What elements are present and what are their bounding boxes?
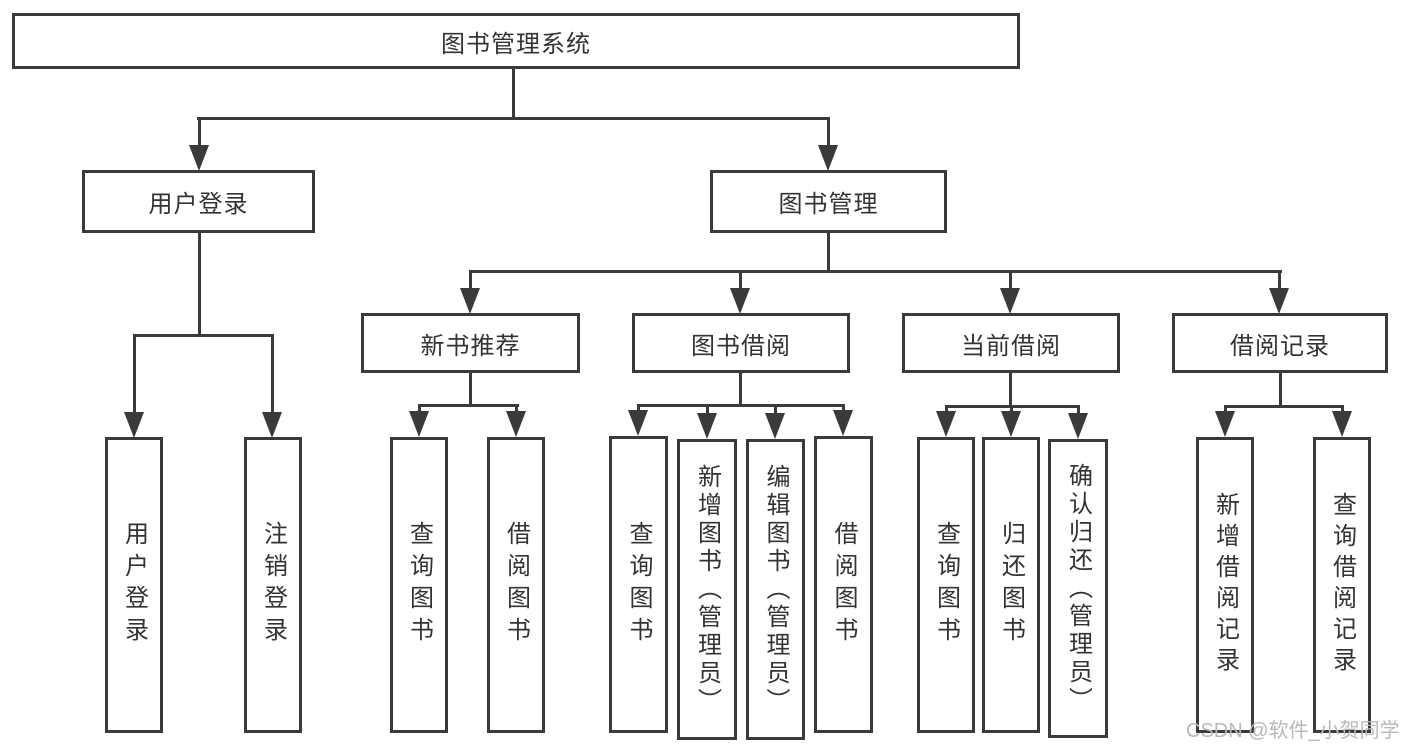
connector-line [706, 404, 709, 416]
arrow-head [124, 412, 144, 438]
arrow-head [628, 410, 648, 436]
arrow-head [833, 410, 853, 436]
connector-line [1009, 373, 1012, 407]
leaf-query-borrow-record: 查询借阅记录 [1313, 437, 1371, 733]
leaf-user-login-label: 用户登录 [120, 521, 148, 649]
connector-line [197, 117, 830, 120]
leaf-add-book-admin: 新增图书（管理员） [677, 439, 737, 740]
leaf-borrow-book-1: 借阅图书 [487, 437, 545, 733]
node-book-borrow: 图书借阅 [632, 313, 850, 373]
connector-line [271, 334, 274, 413]
leaf-query-book-3-label: 查询图书 [932, 521, 960, 649]
connector-line [515, 404, 518, 414]
leaf-borrow-book-1-label: 借阅图书 [502, 521, 530, 649]
leaf-logout-label: 注销登录 [259, 521, 287, 649]
arrow-head [189, 145, 209, 171]
leaf-add-book-admin-label: 新增图书（管理员） [693, 463, 721, 716]
leaf-return-book: 归还图书 [982, 437, 1040, 733]
node-borrow-record-label: 借阅记录 [1230, 332, 1330, 360]
connector-line [198, 233, 201, 336]
connector-line [469, 373, 472, 407]
arrow-head [1068, 413, 1088, 439]
connector-line [1278, 270, 1281, 290]
arrow-head [262, 412, 282, 438]
connector-line [418, 404, 421, 414]
node-book-management: 图书管理 [710, 170, 947, 233]
arrow-head [1000, 288, 1020, 314]
leaf-edit-book-admin: 编辑图书（管理员） [746, 439, 805, 740]
arrow-head [730, 288, 750, 314]
arrow-head [818, 145, 838, 171]
connector-line [774, 404, 777, 416]
node-book-borrow-label: 图书借阅 [691, 332, 791, 360]
connector-line [842, 404, 845, 414]
connector-line [469, 270, 472, 290]
leaf-confirm-return-admin: 确认归还（管理员） [1048, 439, 1108, 738]
leaf-query-book-1: 查询图书 [390, 437, 448, 733]
arrow-head [936, 411, 956, 437]
connector-line [1010, 405, 1013, 414]
node-borrow-record: 借阅记录 [1172, 313, 1388, 373]
connector-line [945, 405, 948, 414]
node-new-book-recommend-label: 新书推荐 [420, 332, 521, 360]
leaf-user-login: 用户登录 [105, 437, 163, 733]
watermark: CSDN @软件_小贺同学 [1186, 720, 1400, 742]
node-book-management-label: 图书管理 [778, 191, 879, 218]
connector-line [133, 334, 136, 413]
connector-line [739, 270, 742, 290]
arrow-head [1332, 411, 1352, 437]
leaf-confirm-return-admin-label: 确认归还（管理员） [1064, 462, 1092, 715]
leaf-query-book-2-label: 查询图书 [625, 520, 652, 649]
arrow-head [409, 411, 429, 437]
arrow-head [1269, 288, 1289, 314]
connector-line [512, 68, 515, 119]
arrow-head [460, 288, 480, 314]
connector-line [469, 270, 1282, 273]
connector-line [637, 404, 640, 414]
connector-line [1224, 405, 1344, 408]
leaf-add-borrow-record: 新增借阅记录 [1196, 437, 1254, 733]
arrow-head [1001, 411, 1021, 437]
connector-line [1077, 405, 1080, 416]
connector-line [739, 373, 742, 407]
connector-line [1224, 405, 1227, 414]
arrow-head [697, 413, 717, 439]
connector-line [198, 117, 201, 147]
node-user-login: 用户登录 [82, 170, 315, 233]
node-new-book-recommend: 新书推荐 [361, 313, 580, 373]
leaf-borrow-book-2-label: 借阅图书 [830, 520, 857, 649]
leaf-edit-book-admin-label: 编辑图书（管理员） [762, 463, 789, 716]
leaf-query-book-3: 查询图书 [917, 437, 975, 733]
node-current-borrow-label: 当前借阅 [961, 332, 1061, 360]
arrow-head [506, 411, 526, 437]
arrow-head [765, 413, 785, 439]
node-root-label: 图书管理系统 [441, 30, 591, 58]
node-user-login-label: 用户登录 [148, 191, 249, 218]
connector-line [1341, 405, 1344, 414]
connector-line [827, 117, 830, 147]
connector-line [637, 404, 845, 407]
leaf-logout: 注销登录 [244, 437, 302, 733]
connector-line [827, 233, 830, 273]
leaf-borrow-book-2: 借阅图书 [814, 436, 873, 733]
leaf-query-borrow-record-label: 查询借阅记录 [1328, 492, 1356, 678]
arrow-head [1215, 411, 1235, 437]
connector-line [133, 334, 274, 337]
leaf-add-borrow-record-label: 新增借阅记录 [1211, 492, 1239, 678]
node-root: 图书管理系统 [12, 13, 1020, 69]
leaf-return-book-label: 归还图书 [997, 521, 1025, 649]
leaf-query-book-1-label: 查询图书 [405, 521, 433, 649]
connector-line [1279, 373, 1282, 407]
node-current-borrow: 当前借阅 [902, 313, 1120, 373]
leaf-query-book-2: 查询图书 [609, 436, 668, 733]
connector-line [418, 404, 519, 407]
connector-line [1009, 270, 1012, 290]
